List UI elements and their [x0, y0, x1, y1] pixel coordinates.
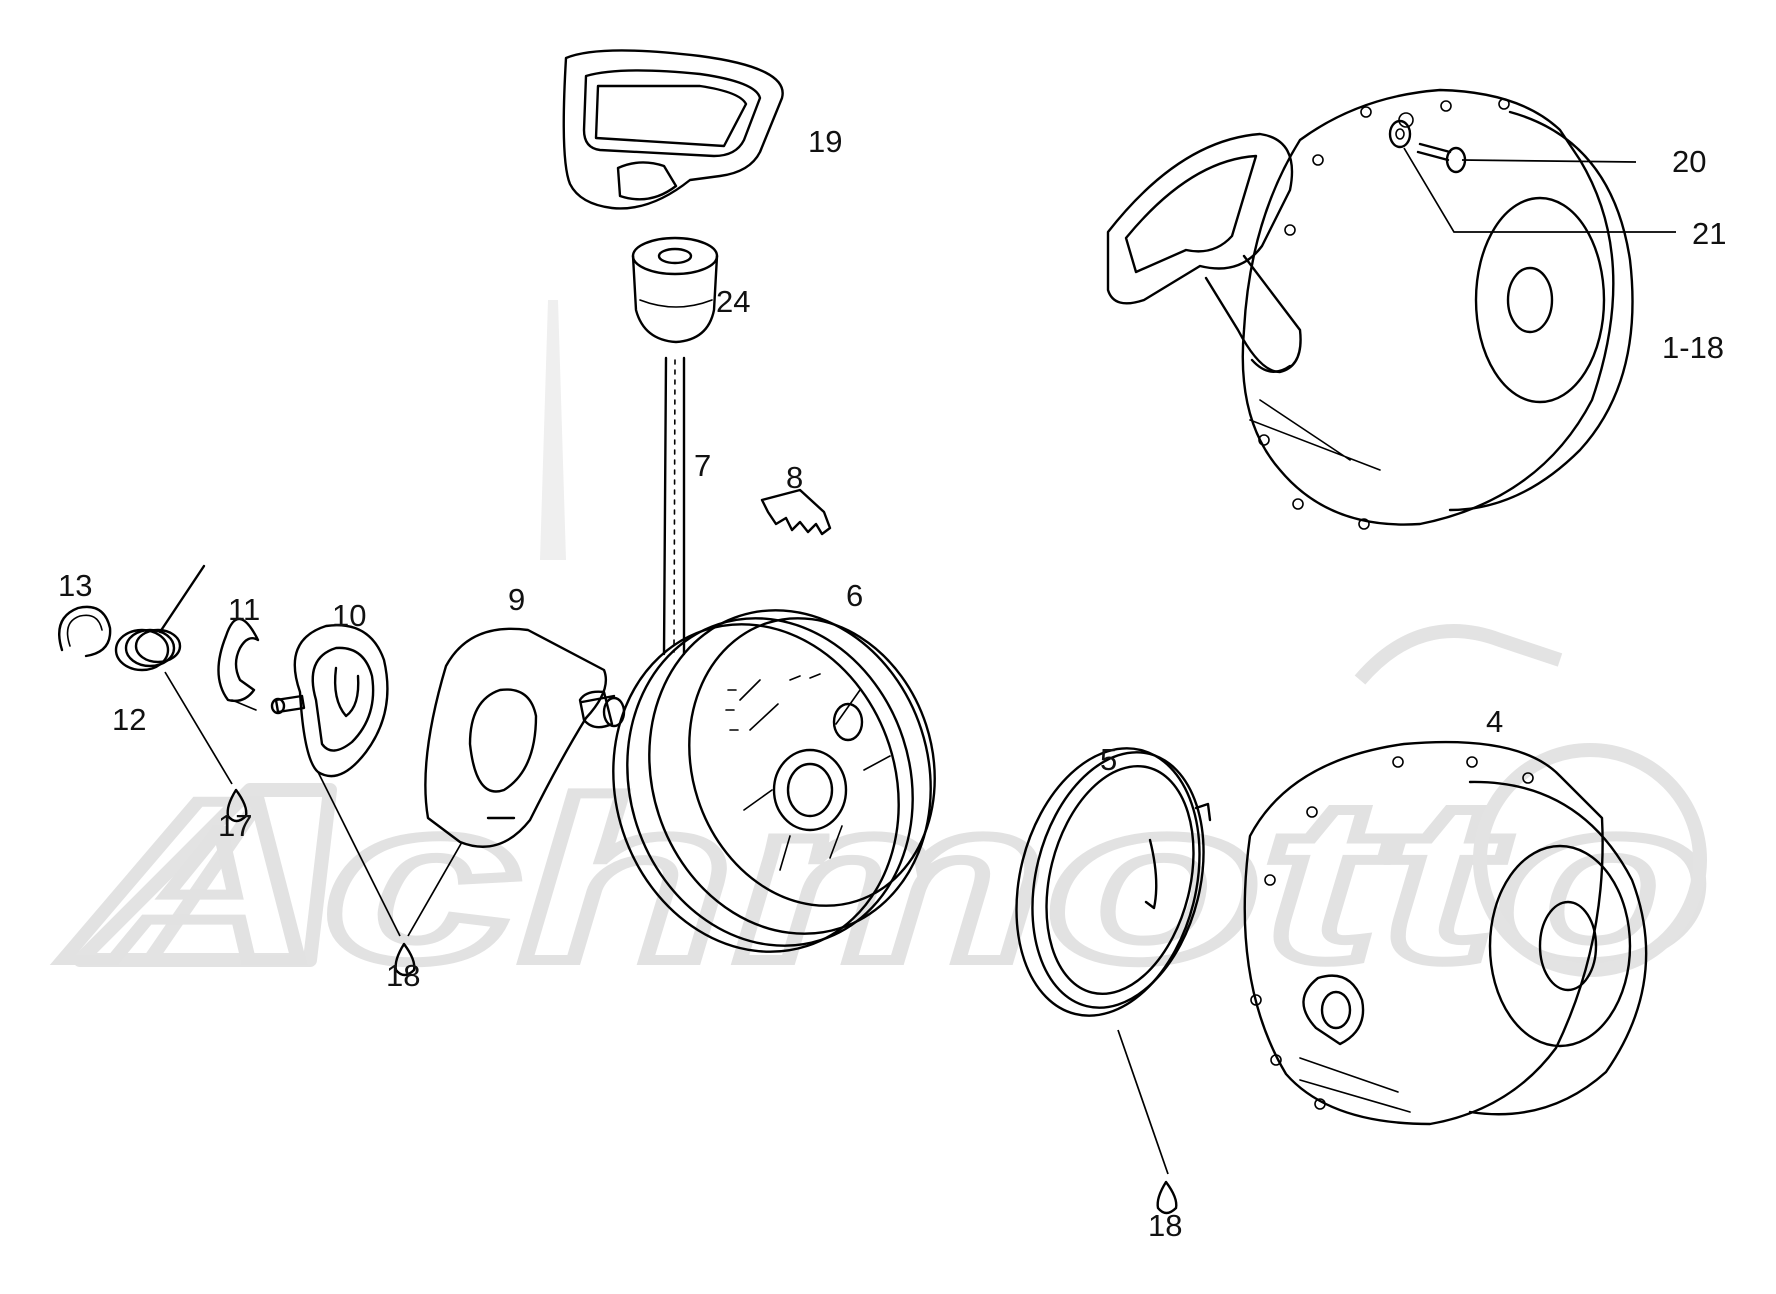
screw-part-20 — [1416, 142, 1467, 174]
leader-lines — [164, 147, 1676, 1175]
label-part-8: 8 — [786, 460, 803, 495]
pulley-hub-part-10 — [270, 624, 389, 778]
e-clip-part-11 — [217, 617, 260, 711]
label-part-21: 21 — [1692, 216, 1726, 251]
starter-handle-part-19 — [562, 49, 784, 210]
label-part-5: 5 — [1100, 742, 1117, 777]
label-part-13: 13 — [58, 568, 92, 603]
label-assembly-1-18: 1-18 — [1662, 330, 1724, 365]
watermark-logo: Achmotto — [57, 300, 1715, 1014]
label-part-9: 9 — [508, 582, 525, 617]
svg-text:Achmotto: Achmotto — [62, 752, 1710, 1009]
label-part-20: 20 — [1672, 144, 1706, 179]
starter-housing-part-4 — [1243, 740, 1648, 1126]
ratchet-pawl-part-8 — [760, 488, 832, 536]
rope-grip-insert-part-24 — [631, 236, 719, 344]
starter-assembly-1-18 — [1106, 88, 1634, 530]
circlip-part-13 — [58, 605, 112, 658]
label-part-4: 4 — [1486, 704, 1503, 739]
label-part-18-right: 18 — [1148, 1208, 1182, 1243]
label-part-11: 11 — [228, 592, 260, 627]
washer-part-21 — [1388, 119, 1412, 149]
label-part-24: 24 — [716, 284, 750, 319]
label-part-6: 6 — [846, 578, 863, 613]
starter-rope-part-7 — [662, 356, 686, 656]
label-part-17: 17 — [218, 808, 252, 843]
label-part-12: 12 — [112, 702, 146, 737]
spring-part-12 — [114, 564, 206, 672]
recoil-spring-part-5 — [1015, 747, 1212, 1017]
cam-plate-part-9 — [424, 627, 626, 848]
label-part-10: 10 — [332, 598, 366, 633]
rope-pulley-part-6 — [612, 609, 936, 953]
grease-drop-18-left — [394, 942, 416, 977]
grease-drop-18-right — [1156, 1180, 1178, 1215]
label-part-18-left: 18 — [386, 958, 420, 993]
label-part-7: 7 — [694, 448, 711, 483]
label-part-19: 19 — [808, 124, 842, 159]
grease-drop-17 — [226, 788, 248, 823]
